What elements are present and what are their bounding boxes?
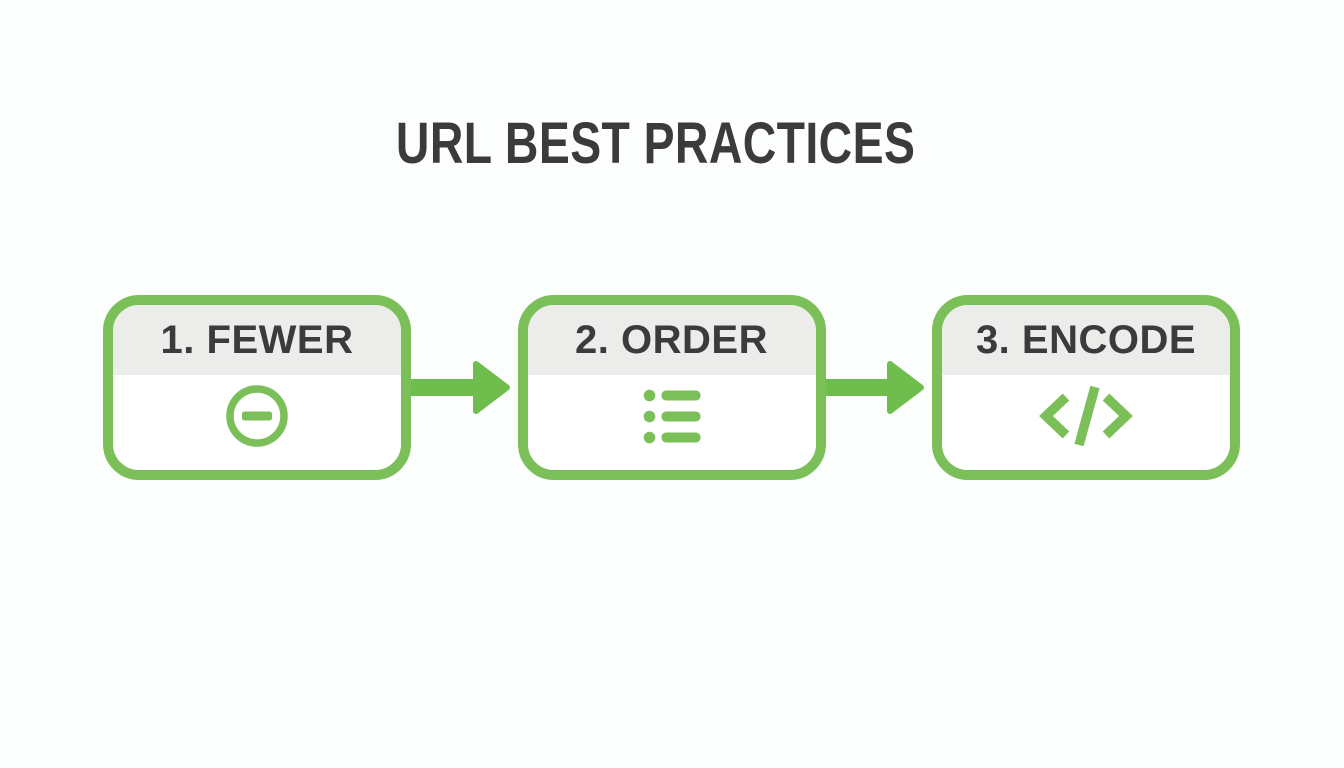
minus-circle-icon <box>225 384 289 453</box>
arrow-head <box>472 361 510 414</box>
step-card-body <box>527 375 816 470</box>
step-card-encode: 3. ENCODE <box>932 295 1240 480</box>
step-card-body <box>942 375 1230 470</box>
step-label: 1. FEWER <box>160 317 354 362</box>
step-card-header: 1. FEWER <box>113 305 401 375</box>
step-card-body <box>113 375 401 470</box>
arrow-head <box>887 361 924 414</box>
arrow-line <box>825 379 896 396</box>
page-title-text: URL BEST PRACTICES <box>396 111 916 176</box>
flow-diagram: 1. FEWER 2. ORDER <box>103 295 1240 480</box>
code-icon <box>1038 384 1134 453</box>
step-card-fewer: 1. FEWER <box>103 295 411 480</box>
arrow-right-icon <box>411 295 518 480</box>
step-label: 2. ORDER <box>575 317 768 362</box>
arrow-right-icon <box>825 295 933 480</box>
step-card-order: 2. ORDER <box>517 295 826 480</box>
step-card-header: 3. ENCODE <box>942 305 1230 375</box>
step-label: 3. ENCODE <box>975 317 1197 362</box>
arrow-line <box>411 379 482 396</box>
step-card-header: 2. ORDER <box>527 305 816 375</box>
page-title: URL BEST PRACTICES <box>0 114 1312 174</box>
ordered-list-icon <box>643 389 701 449</box>
